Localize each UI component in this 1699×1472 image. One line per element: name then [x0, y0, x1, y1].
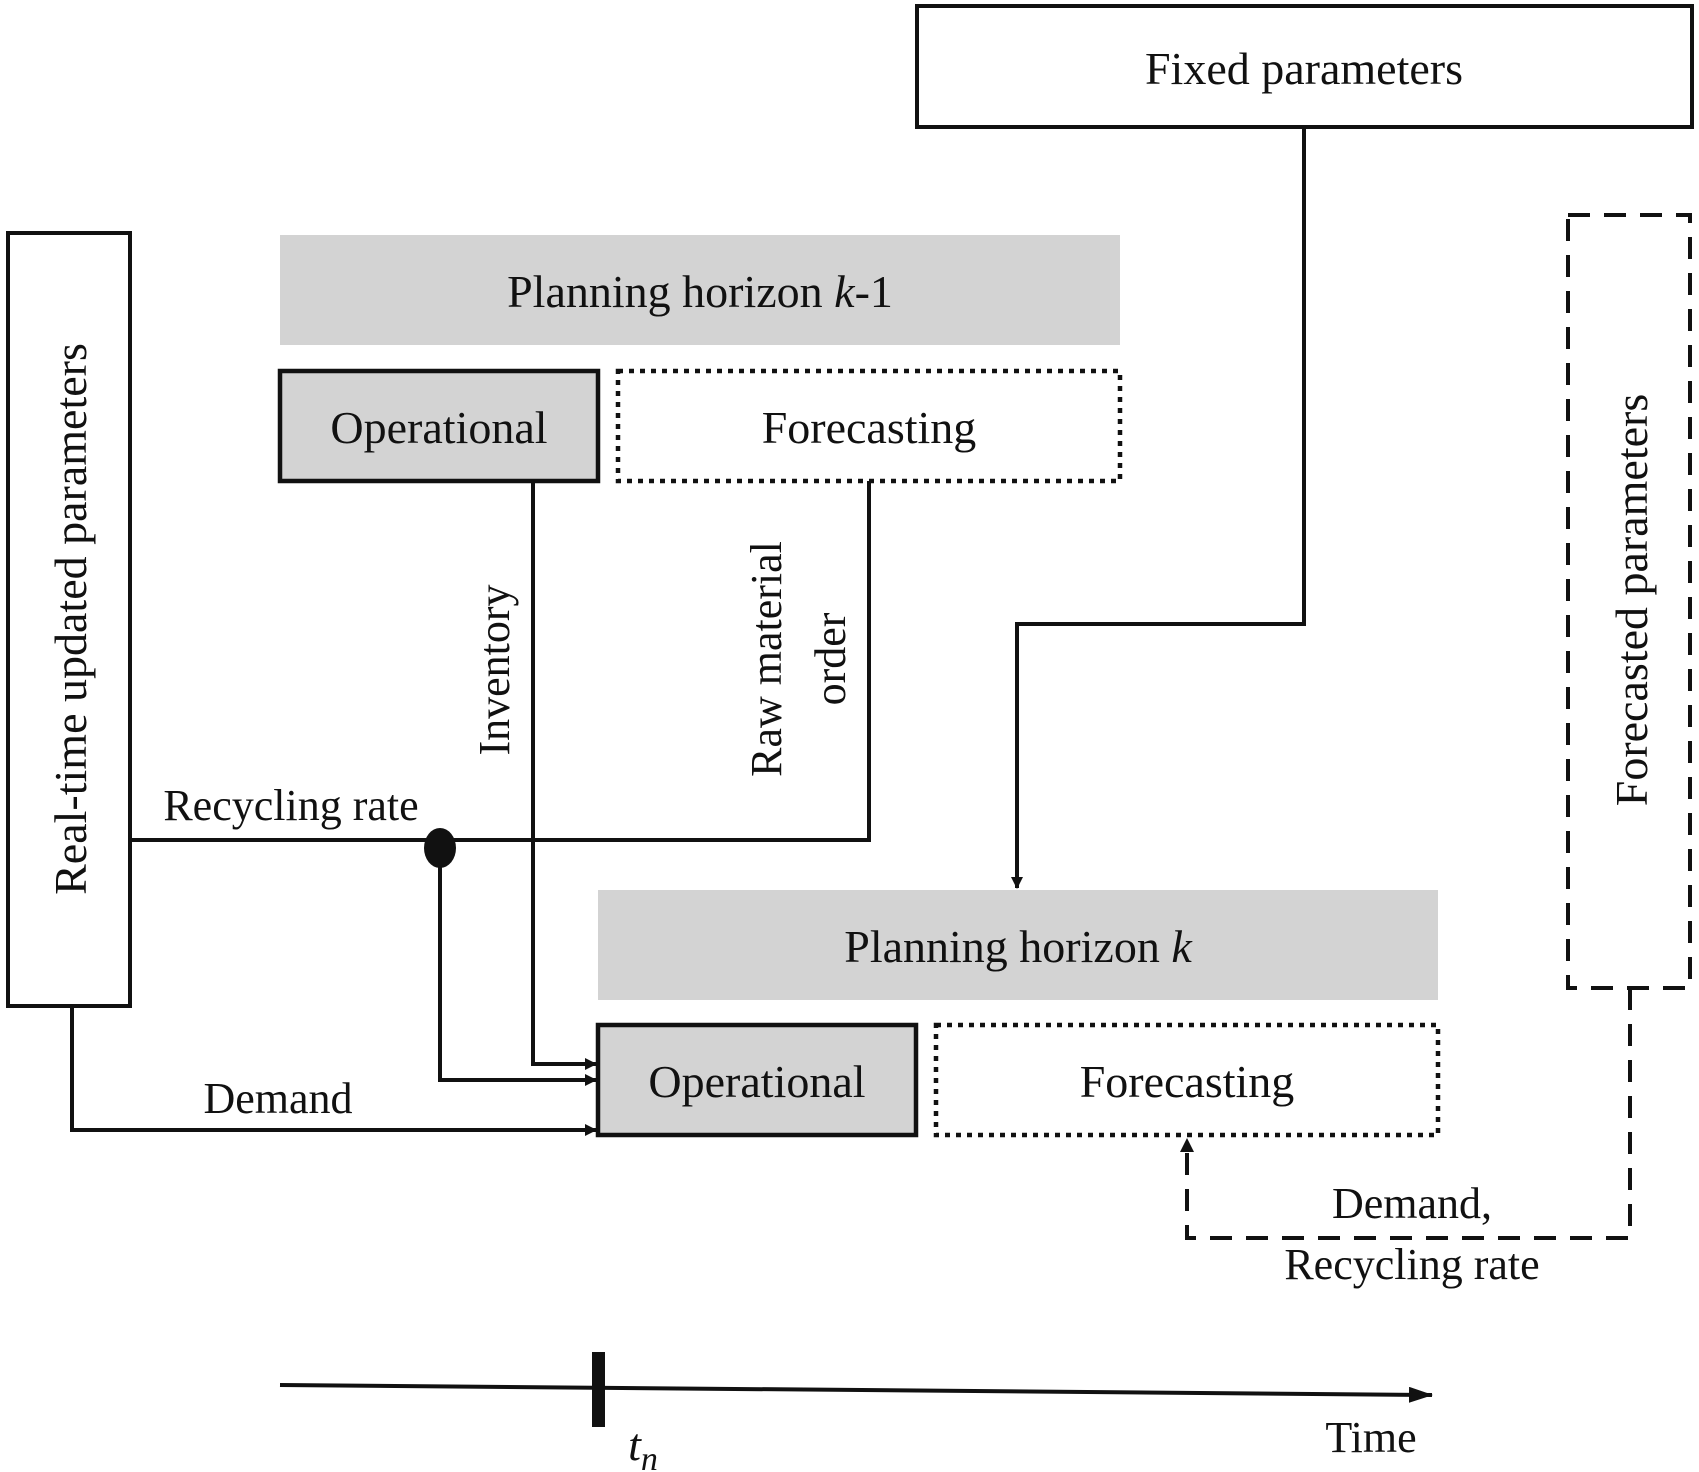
prev-forecasting-label: Forecasting — [762, 402, 977, 453]
forecasted-parameters-label: Forecasted parameters — [1606, 394, 1657, 807]
recycling-rate-label: Recycling rate — [163, 781, 418, 830]
planning-horizon-prev-label: Planning horizon k-1 — [507, 266, 893, 317]
demand-label: Demand — [203, 1074, 352, 1123]
prev-operational-label: Operational — [330, 402, 547, 453]
inventory-label: Inventory — [470, 584, 519, 755]
forecast-feed-label-line2: Recycling rate — [1284, 1240, 1539, 1289]
demand-line — [70, 1006, 597, 1136]
time-axis: tn Time — [279, 1352, 1433, 1472]
forecast-feed-arrowhead — [1180, 1138, 1194, 1152]
junction-to-operational-arrow — [438, 848, 597, 1086]
prev-operational-box: Operational — [277, 368, 601, 484]
raw-material-order-line — [440, 481, 871, 842]
time-label: Time — [1325, 1413, 1416, 1462]
raw-material-label-line2: order — [806, 612, 855, 705]
fixed-parameters-label: Fixed parameters — [1145, 43, 1463, 94]
prev-forecasting-box: Forecasting — [615, 368, 1123, 484]
planning-horizon-prev-band: Planning horizon k-1 — [280, 235, 1120, 345]
fixed-parameters-box: Fixed parameters — [915, 4, 1694, 129]
forecast-feed-line — [1185, 988, 1632, 1240]
curr-operational-box: Operational — [595, 1022, 919, 1138]
time-axis-tick — [592, 1352, 605, 1427]
realtime-parameters-label: Real-time updated parameters — [45, 343, 96, 895]
curr-forecasting-box: Forecasting — [933, 1022, 1441, 1138]
fixed-to-horizon-arrow — [1011, 127, 1306, 889]
inventory-line — [531, 481, 597, 1070]
curr-operational-label: Operational — [648, 1056, 865, 1107]
forecasted-parameters-box: Forecasted parameters — [1566, 213, 1692, 990]
planning-horizon-curr-label: Planning horizon k — [844, 921, 1193, 972]
realtime-parameters-box: Real-time updated parameters — [6, 231, 132, 1008]
tn-label: tn — [628, 1419, 658, 1472]
forecast-feed-label-line1: Demand, — [1332, 1179, 1492, 1228]
curr-forecasting-label: Forecasting — [1080, 1056, 1295, 1107]
planning-horizon-curr-band: Planning horizon k — [598, 890, 1438, 1000]
raw-material-label-line1: Raw material — [742, 541, 791, 777]
